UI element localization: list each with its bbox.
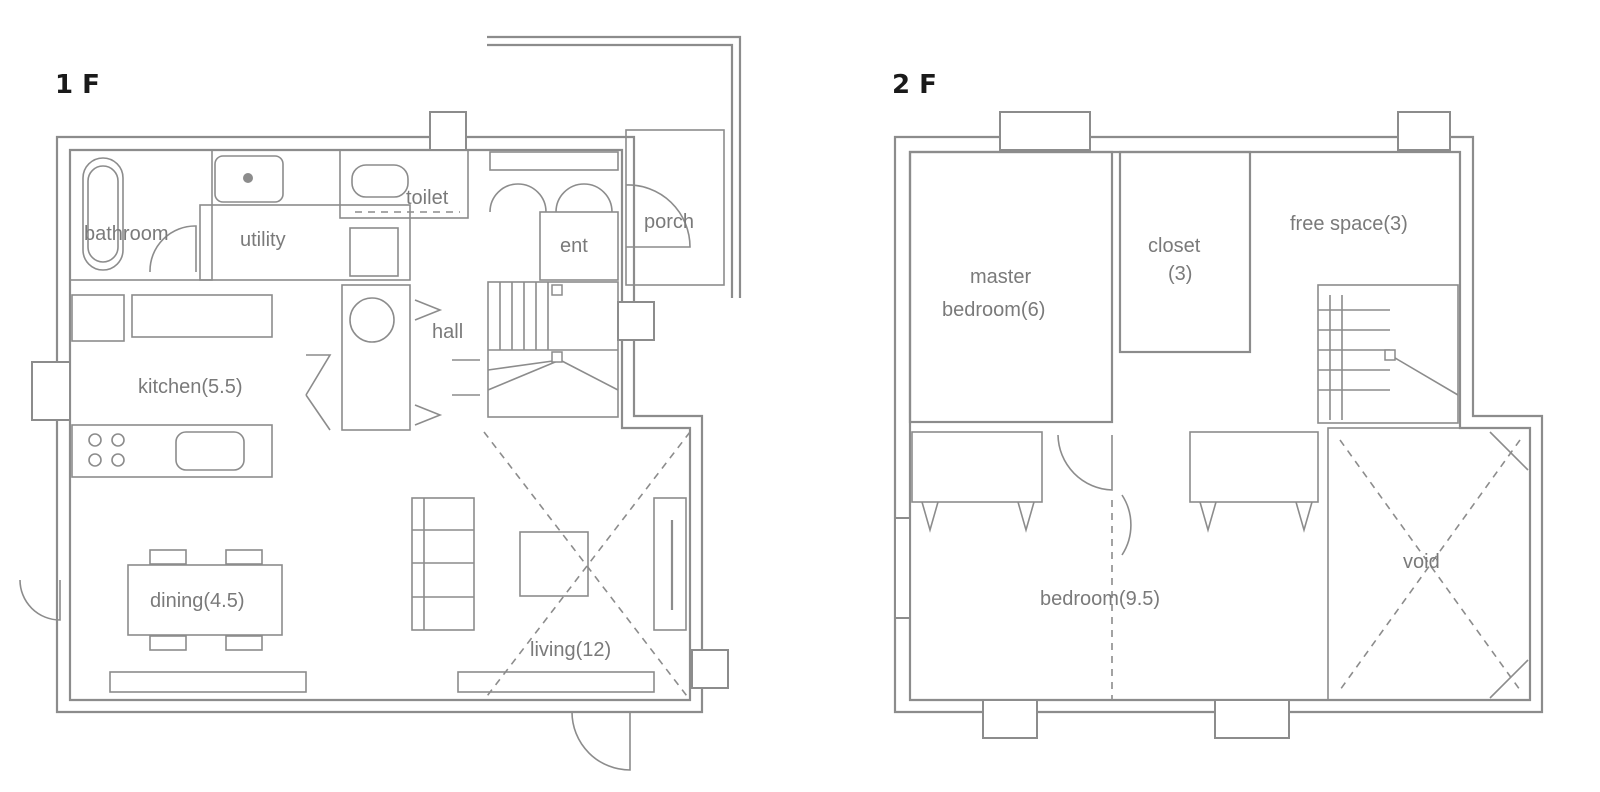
porch-wall [487, 35, 742, 298]
first-floor-outer-wall [55, 135, 704, 714]
label-living: living(12) [530, 639, 611, 661]
label-dining: dining(4.5) [150, 590, 245, 612]
label-kitchen: kitchen(5.5) [138, 376, 243, 398]
stove-burner-3 [88, 453, 102, 467]
label-ent: ent [560, 235, 588, 257]
free-space-window [1397, 111, 1451, 151]
kitchen-sink [175, 431, 245, 471]
label-closet-2: (3) [1168, 263, 1192, 285]
shoe-cabinet [489, 151, 619, 171]
label-utility: utility [240, 229, 286, 251]
dining-chair [225, 635, 263, 651]
heater-dining [109, 671, 307, 693]
stove-burner-2 [111, 433, 125, 447]
living-window [691, 649, 729, 689]
heater-living [457, 671, 655, 693]
closet-door-marks [921, 501, 1313, 533]
void-area [1327, 427, 1531, 701]
hall-doors [414, 299, 480, 426]
label-master-1: master [970, 266, 1031, 288]
dining-chair [225, 549, 263, 565]
master-door [1057, 434, 1113, 491]
stair-2f [1317, 284, 1459, 424]
label-closet-1: closet [1148, 235, 1201, 257]
label-free-space: free space(3) [1290, 213, 1408, 235]
label-bedroom: bedroom(9.5) [1040, 588, 1160, 610]
toilet-bowl [351, 164, 409, 198]
sink-drain [243, 173, 253, 183]
utility-area [199, 204, 411, 281]
dining-chair [149, 635, 187, 651]
kitchen-window [31, 361, 71, 421]
bedroom-closet-left [911, 431, 1043, 503]
bedroom-door [1121, 494, 1132, 556]
kitchen-door [305, 354, 332, 431]
kitchen-counter [71, 424, 273, 478]
first-floor-label: 1 F [55, 70, 100, 100]
sofa-cushions [412, 498, 474, 630]
master-bedroom [908, 150, 1114, 424]
toilet-window [429, 111, 467, 151]
first-floor-plan: 1 F [19, 35, 742, 771]
stove-burner-1 [88, 433, 102, 447]
porch-slab [625, 129, 725, 286]
hall-storage [341, 284, 411, 431]
master-window [999, 111, 1091, 151]
front-door [625, 184, 691, 248]
storage-round [349, 297, 395, 343]
label-bathroom: bathroom [84, 223, 169, 245]
sink [214, 155, 284, 203]
label-hall: hall [432, 321, 463, 343]
label-toilet: toilet [406, 187, 449, 209]
living-door [571, 711, 631, 771]
label-porch: porch [644, 211, 694, 233]
closet [1118, 150, 1252, 354]
dining-chair [149, 549, 187, 565]
void-corners [1489, 431, 1529, 699]
living-void-cross [483, 431, 691, 701]
bathtub [82, 157, 124, 271]
kitchen-back-counter [131, 294, 273, 338]
stair-1f [487, 281, 619, 418]
dining-table [127, 564, 283, 636]
toilet-room [339, 149, 469, 219]
bedroom-closet-right [1189, 431, 1319, 503]
sofa [411, 497, 475, 631]
bedroom-window-right [1214, 699, 1290, 739]
bathroom-door [149, 225, 197, 273]
bathtub-inner [87, 165, 119, 263]
entrance-floor [539, 211, 619, 281]
bedroom-side-window [894, 517, 911, 619]
closet-doors [489, 183, 613, 213]
bedroom-window-left [982, 699, 1038, 739]
dining-side-door [19, 579, 61, 621]
label-master-2: bedroom(6) [942, 299, 1045, 321]
tv-stand [653, 497, 687, 631]
label-void: void [1403, 551, 1440, 573]
coffee-table [519, 531, 589, 597]
bathroom-area [69, 149, 213, 281]
second-floor-label: 2 F [892, 70, 937, 100]
second-floor-outer-wall [893, 135, 1544, 714]
washer [349, 227, 399, 277]
fridge [71, 294, 125, 342]
second-floor-plan: 2 F master bedroom(6) [892, 70, 1544, 739]
stair-window [617, 301, 655, 341]
stove-burner-4 [111, 453, 125, 467]
